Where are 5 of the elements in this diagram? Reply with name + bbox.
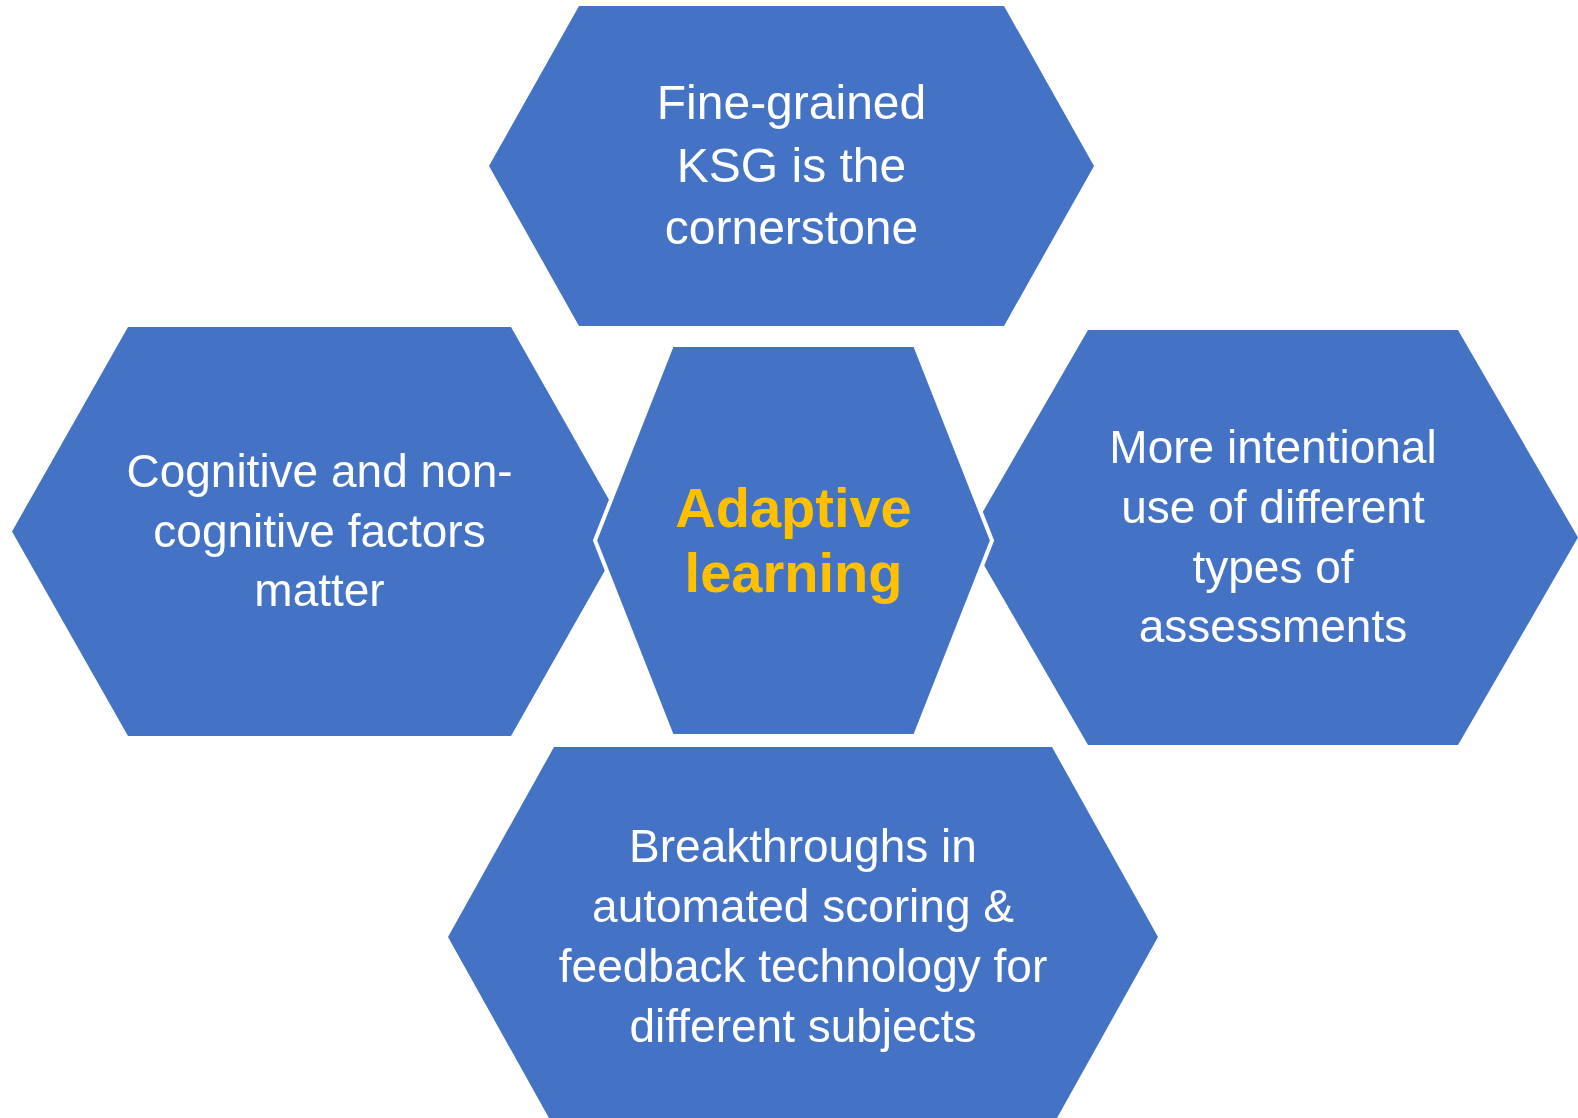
center-title: Adaptive learning (674, 476, 913, 605)
node-text: More intentional use of different types of assessments (1108, 419, 1438, 655)
node-text: Breakthroughs in automated scoring & feedback technology for different subjects (557, 819, 1049, 1054)
node-text: Fine-grained KSG is the cornerstone (655, 75, 928, 257)
node-text: Cognitive and non-cognitive factors matter (125, 443, 514, 619)
